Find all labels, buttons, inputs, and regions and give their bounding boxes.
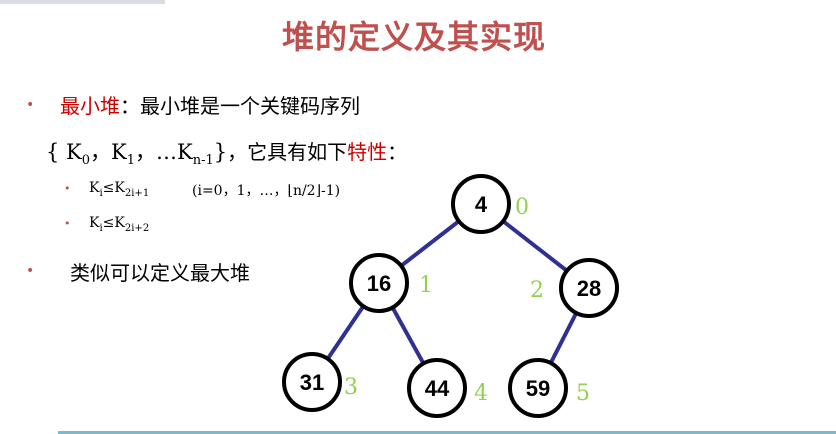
bullet-dot-sub1: • [64, 182, 71, 195]
tree-node-value: 59 [526, 376, 550, 401]
min-heap-term: 最小堆 [60, 94, 120, 118]
tree-node-circle [508, 358, 568, 418]
sequence-colon: ： [387, 140, 408, 164]
property-highlight: 特性 [347, 140, 388, 164]
tree-node-value: 4 [475, 192, 488, 217]
index-range: (i=0，1，…，⌊n/2⌋-1) [192, 183, 341, 199]
tree-node-circle [349, 253, 409, 313]
bullet-max-heap: 类似可以定义最大堆 [70, 261, 250, 285]
tree-node-value: 31 [300, 370, 324, 395]
tree-node: 59 [508, 358, 568, 418]
condition-left-child: Ki≤K2i+1 [89, 180, 150, 199]
min-heap-definition: ：最小堆是一个关键码序列 [120, 94, 360, 118]
tree-node-index-label: 2 [530, 278, 544, 303]
bullet-dot-3: • [26, 263, 35, 279]
tree-node-value: 16 [367, 271, 391, 296]
tree-node-value: 44 [425, 376, 450, 401]
tree-node: 4 [451, 174, 511, 234]
tree-node-circle [282, 352, 342, 412]
tree-node-circle [451, 174, 511, 234]
tree-node-index-label: 1 [419, 273, 433, 298]
tree-node: 44 [407, 358, 467, 418]
tree-node-index-label: 5 [576, 381, 590, 406]
tree-node-circle [407, 358, 467, 418]
tree-node-value: 28 [577, 276, 601, 301]
top-bar [0, 0, 165, 4]
tree-node-index-label: 4 [474, 381, 488, 406]
bullet-dot-sub2: • [64, 217, 71, 230]
tree-node-circle [559, 258, 619, 318]
tree-node: 28 [559, 258, 619, 318]
tree-node: 31 [282, 352, 342, 412]
tree-node-index-label: 3 [344, 375, 358, 400]
key-sequence-line: { K0，K1，…Kn-1}，它具有如下特性： [46, 136, 407, 168]
key-sequence-formula: { K0，K1，…Kn-1} [46, 140, 228, 169]
tree-node: 16 [349, 253, 409, 313]
slide-title: 堆的定义及其实现 [282, 18, 547, 56]
tree-node-index-label: 0 [515, 195, 529, 220]
condition-right-child: Ki≤K2i+2 [89, 215, 150, 234]
bottom-divider [58, 431, 836, 434]
bullet-dot-1: • [26, 97, 35, 113]
bullet-min-heap: 最小堆：最小堆是一个关键码序列 [60, 90, 360, 119]
sequence-text: ，它具有如下 [227, 140, 348, 164]
